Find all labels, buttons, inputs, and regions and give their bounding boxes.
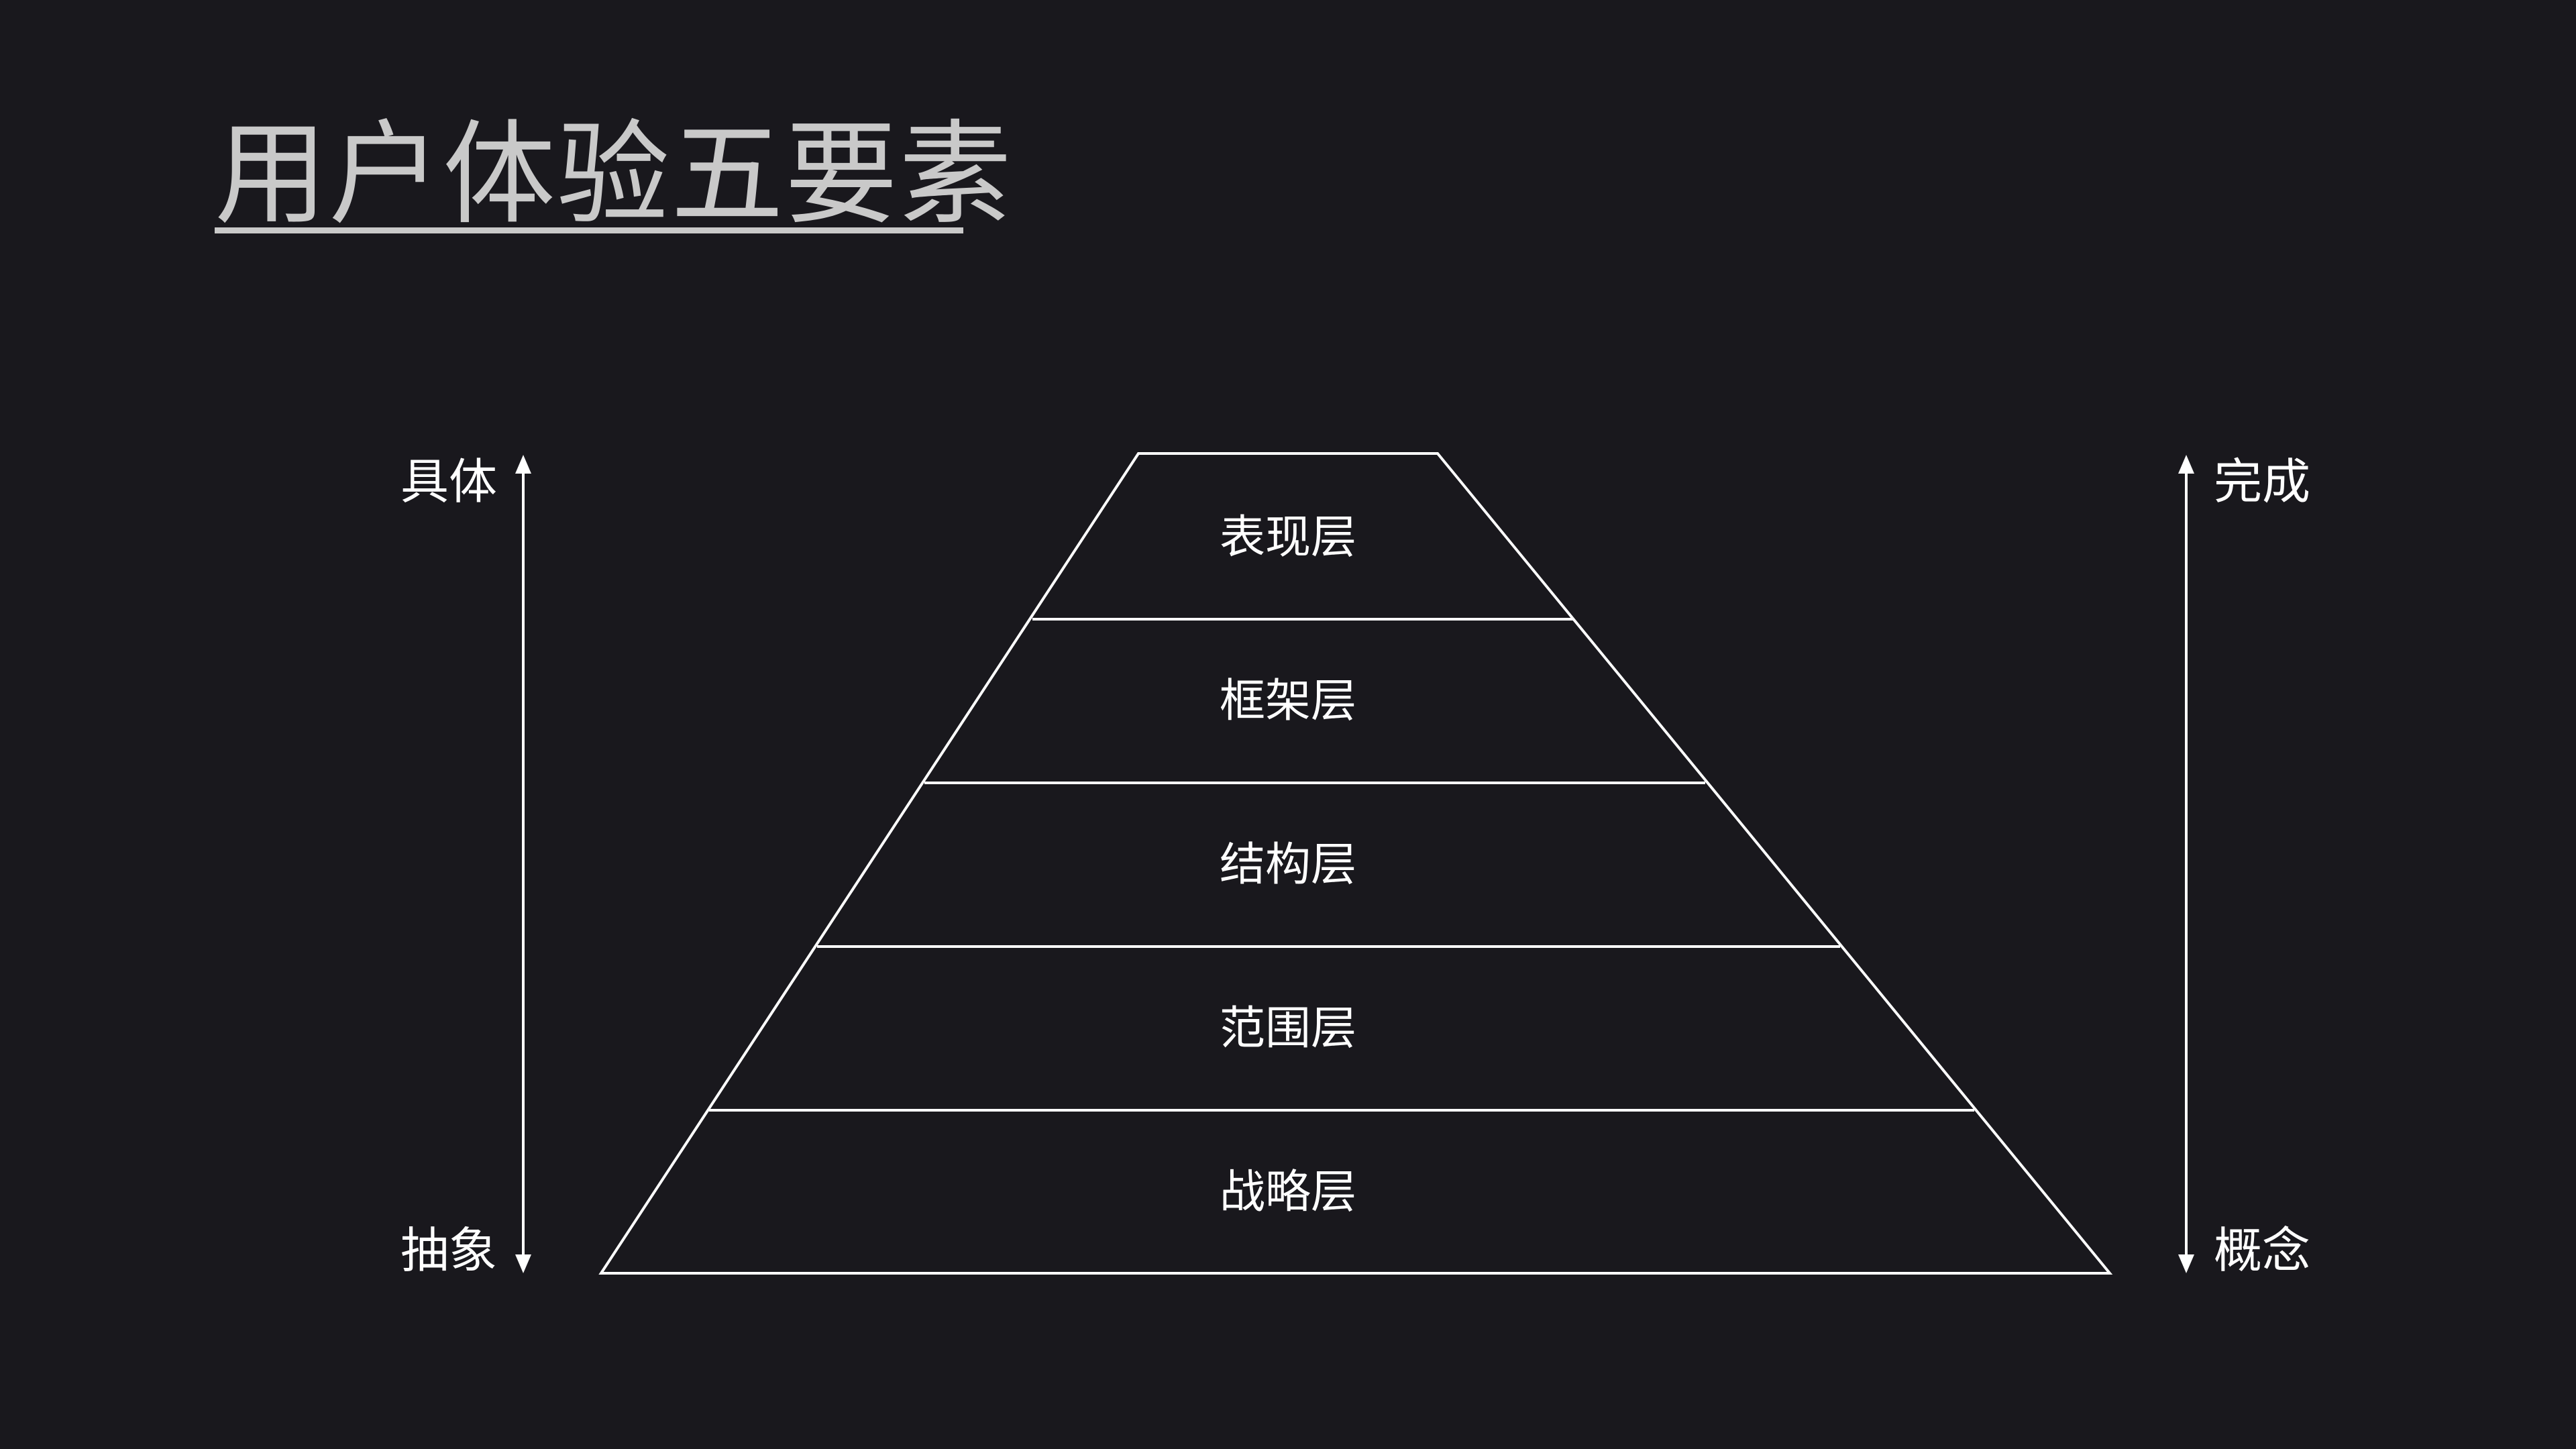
pyramid-outline — [598, 452, 2113, 1275]
layer-label-skeleton: 框架层 — [1219, 675, 1356, 728]
layer-label-structure: 结构层 — [1219, 839, 1356, 892]
layer-label-strategy: 战略层 — [1219, 1166, 1356, 1219]
left-axis-arrow-up-icon — [515, 455, 531, 474]
right-axis-arrow-up-icon — [2178, 455, 2194, 474]
layer-label-surface: 表现层 — [1219, 511, 1356, 564]
layer-label-scope: 范围层 — [1219, 1002, 1356, 1055]
right-axis-bottom-label: 概念 — [2214, 1222, 2311, 1279]
page-title: 用户体验五要素 — [215, 109, 1013, 240]
left-axis-bottom-label: 抽象 — [400, 1222, 498, 1279]
title-underline — [215, 227, 963, 233]
left-axis-top-label: 具体 — [400, 453, 498, 510]
right-axis-top-label: 完成 — [2214, 453, 2311, 510]
right-axis-arrow-down-icon — [2178, 1254, 2194, 1273]
left-axis-arrow-down-icon — [515, 1254, 531, 1273]
